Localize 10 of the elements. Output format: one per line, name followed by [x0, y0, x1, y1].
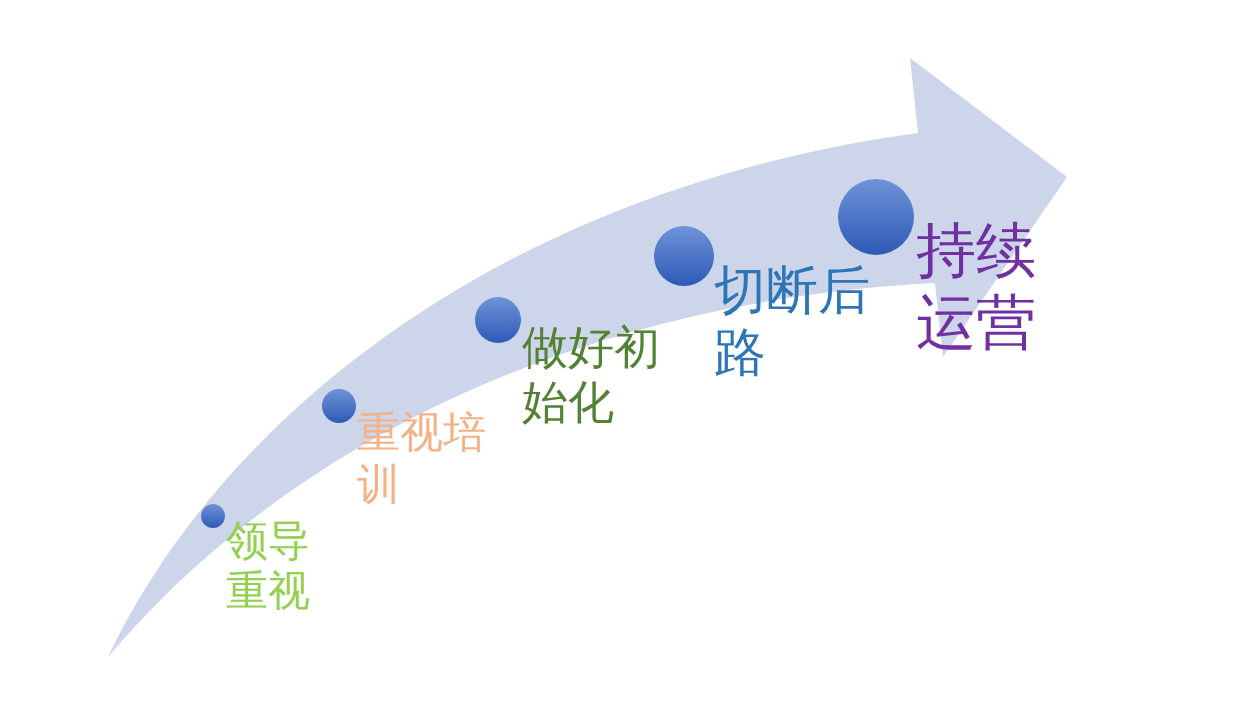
step-label: 持续运营: [916, 214, 1037, 358]
step-circle: [322, 389, 356, 423]
step-label: 领导重视: [226, 516, 311, 617]
step-label: 做好初始化: [522, 320, 661, 431]
step-circle: [201, 504, 225, 528]
step-circle: [654, 226, 714, 286]
step-label: 切断后路: [714, 259, 871, 384]
step-label: 重视培训: [357, 407, 487, 511]
step-circle: [838, 179, 914, 255]
step-circle: [475, 297, 521, 343]
